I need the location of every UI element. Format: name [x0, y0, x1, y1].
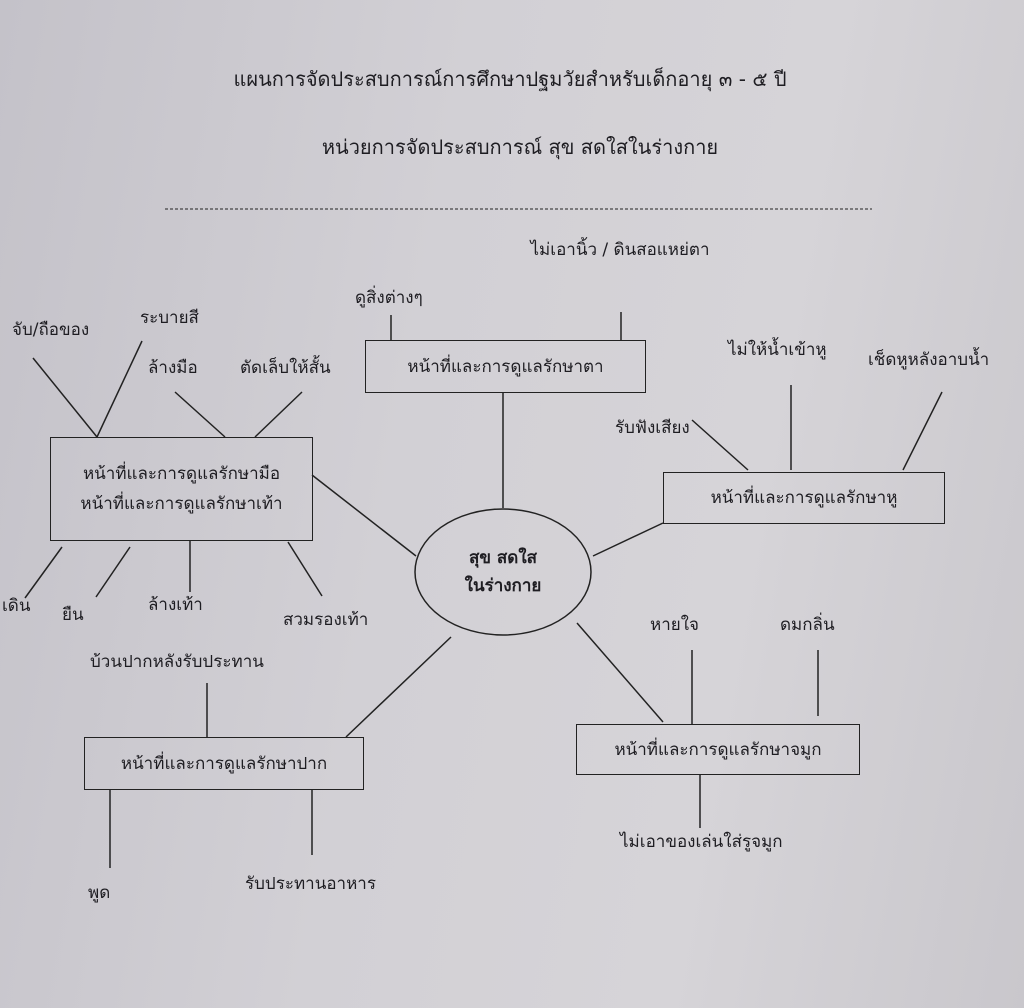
hand-item: ล้างมือ — [148, 358, 198, 378]
connector — [311, 474, 417, 557]
ear-box-label: หน้าที่และการดูแลรักษาหู — [710, 488, 898, 508]
nose-item: ไม่เอาของเล่นใส่รูจมูก — [620, 832, 783, 852]
connector — [254, 391, 303, 438]
hand-item: ตัดเล็บให้สั้น — [240, 358, 331, 378]
nose-box: หน้าที่และการดูแลรักษาจมูก — [576, 724, 860, 775]
mouth-box: หน้าที่และการดูแลรักษาปาก — [84, 737, 364, 790]
hand-foot-box: หน้าที่และการดูแลรักษามือ หน้าที่และการด… — [50, 437, 313, 541]
center-line1: สุข สดใส — [468, 548, 537, 568]
mouth-item: บ้วนปากหลังรับประทาน — [90, 652, 264, 672]
connector — [902, 391, 943, 471]
foot-item: เดิน — [2, 596, 31, 616]
connector — [576, 622, 664, 723]
nose-item: ดมกลิ่น — [780, 615, 835, 635]
hand-box-label: หน้าที่และการดูแลรักษามือ — [82, 464, 281, 484]
center-ellipse — [414, 508, 592, 636]
foot-item: สวมรองเท้า — [283, 610, 369, 630]
connector — [174, 391, 226, 438]
nose-box-label: หน้าที่และการดูแลรักษาจมูก — [614, 739, 822, 760]
hand-item: จับ/ถือของ — [12, 320, 90, 340]
connector — [592, 522, 664, 557]
mouth-box-label: หน้าที่และการดูแลรักษาปาก — [120, 753, 328, 774]
connector — [691, 419, 749, 471]
center-line2: ในร่างกาย — [464, 576, 542, 596]
page-title: แผนการจัดประสบการณ์การศึกษาปฐมวัยสำหรับเ… — [233, 67, 787, 91]
hand-item: ระบายสี — [140, 308, 199, 328]
mouth-item: พูด — [88, 883, 111, 903]
connector — [24, 546, 63, 599]
page-subtitle: หน่วยการจัดประสบการณ์ สุข สดใสในร่างกาย — [321, 135, 719, 159]
connector — [287, 541, 323, 597]
ear-item: รับฟังเสียง — [615, 418, 690, 438]
eye-item: ดูสิ่งต่างๆ — [355, 288, 423, 308]
eye-item: ไม่เอานิ้ว / ดินสอแหย่ตา — [530, 240, 710, 260]
center-node: สุข สดใส ในร่างกาย — [415, 509, 591, 635]
connector — [96, 340, 143, 438]
eye-box-label: หน้าที่และการดูแลรักษาตา — [407, 356, 604, 377]
mouth-item: รับประทานอาหาร — [245, 874, 376, 894]
ear-box: หน้าที่และการดูแลรักษาหู — [663, 472, 945, 524]
eye-box: หน้าที่และการดูแลรักษาตา — [365, 340, 646, 393]
connector — [32, 357, 98, 438]
foot-item: ล้างเท้า — [148, 595, 203, 615]
ear-item: เช็ดหูหลังอาบน้ำ — [868, 350, 990, 370]
connector — [345, 636, 452, 738]
connector — [95, 546, 131, 598]
foot-item: ยืน — [62, 605, 84, 625]
foot-box-label: หน้าที่และการดูแลรักษาเท้า — [80, 494, 283, 514]
nose-item: หายใจ — [650, 615, 699, 635]
ear-item: ไม่ให้น้ำเข้าหู — [728, 340, 827, 360]
